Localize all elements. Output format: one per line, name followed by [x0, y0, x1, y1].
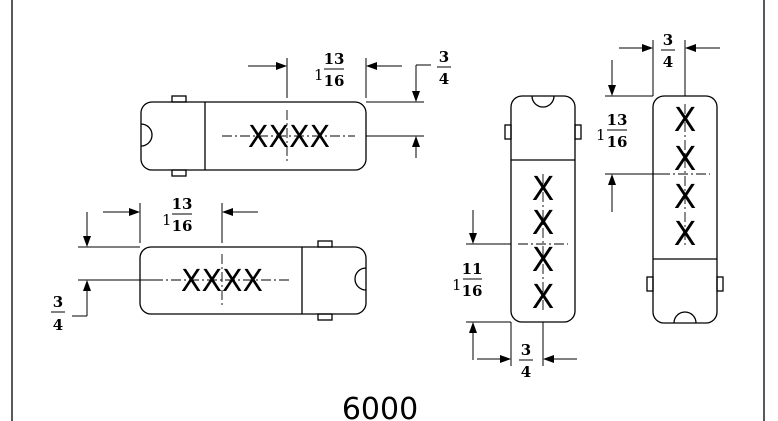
dim-bottom-den: 16 [172, 217, 193, 235]
dim-top-h-num: 3 [439, 48, 449, 66]
dim-top-whole: 1 [314, 66, 324, 84]
dim-middle-whole: 1 [452, 276, 462, 294]
dim-bottom-length: 1 13 16 [103, 195, 258, 243]
dim-top-h-den: 4 [439, 70, 449, 88]
top-marking: XXXX [248, 120, 330, 155]
dim-top-den: 16 [324, 72, 345, 90]
bottom-marking: XXXX [181, 264, 263, 299]
dim-middle-length: 1 11 16 [452, 210, 511, 360]
right-mark-4: X [674, 214, 697, 253]
dim-top-height: 3 4 [366, 48, 451, 158]
dim-middle-w-num: 3 [521, 341, 531, 359]
component-bottom-horizontal: XXXX [139, 240, 367, 321]
dim-right-w-num: 3 [663, 31, 673, 49]
dim-right-whole: 1 [596, 126, 606, 144]
dim-right-width: 3 4 [619, 31, 720, 96]
right-mark-2: X [674, 139, 697, 178]
component-middle-vertical: X X X X [504, 95, 582, 323]
right-mark-1: X [674, 100, 697, 139]
dim-right-w-den: 4 [663, 53, 673, 71]
dim-bottom-h-den: 4 [53, 316, 63, 334]
frame [11, 0, 765, 421]
middle-mark-1: X [532, 169, 555, 208]
dim-bottom-whole: 1 [162, 211, 172, 229]
dim-bottom-h-num: 3 [53, 293, 63, 311]
dim-right-den: 16 [607, 133, 628, 151]
dim-right-length: 1 13 16 [596, 60, 660, 212]
diagram-title: 6000 [342, 392, 418, 421]
middle-mark-4: X [532, 277, 555, 316]
dim-middle-den: 16 [462, 282, 483, 300]
dim-bottom-num: 13 [172, 195, 193, 213]
dim-top-num: 13 [324, 50, 345, 68]
dim-top-length: 1 13 16 [248, 50, 402, 98]
component-right-vertical: X X X X [646, 95, 724, 324]
component-top-horizontal: XXXX [140, 95, 367, 177]
dim-bottom-height: 3 4 [51, 212, 153, 334]
dim-middle-width: 3 4 [477, 322, 577, 381]
dim-middle-w-den: 4 [521, 363, 531, 381]
dim-middle-num: 11 [462, 260, 483, 278]
middle-mark-2: X [532, 203, 555, 242]
middle-mark-3: X [532, 240, 555, 279]
dim-right-num: 13 [607, 111, 628, 129]
right-mark-3: X [674, 177, 697, 216]
